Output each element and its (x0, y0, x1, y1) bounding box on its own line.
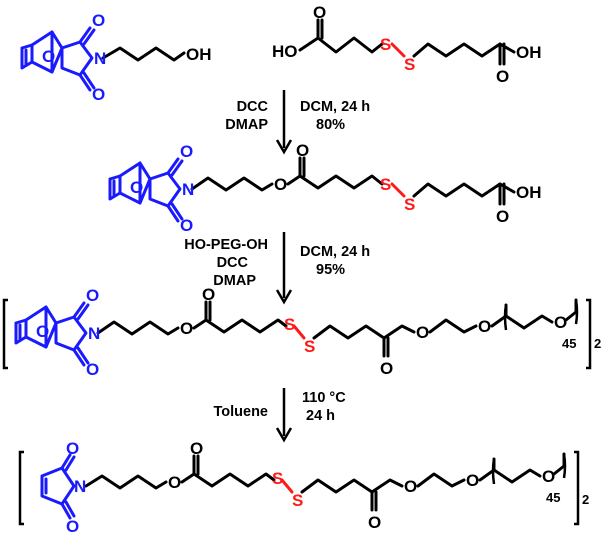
sulfur-label: S (380, 35, 391, 54)
bridge-oxygen-label: O (36, 322, 49, 341)
peg-conjugate-protected: O O O N O O S S O O O O 45 2 (2, 285, 601, 379)
carbonyl-oxygen-label: O (86, 286, 99, 305)
carbonyl-oxygen-label: O (92, 85, 105, 104)
ether-oxygen-label: O (466, 471, 479, 490)
sulfur-label: S (284, 315, 295, 334)
dimer-multiplier: 2 (594, 336, 601, 351)
bridge-oxygen-label: O (130, 178, 143, 197)
maleimide-peg-product: O O N O O S S O O O O 45 2 (18, 439, 589, 536)
acid-hydroxyl-label: HO (272, 42, 298, 61)
step3-time: 24 h (306, 408, 335, 424)
peg-oxygen-label: O (542, 467, 555, 486)
acid-hydroxyl-label: OH (516, 183, 542, 202)
imide-nitrogen-label: N (88, 324, 100, 343)
sulfur-label: S (380, 175, 391, 194)
reaction-step-1: DCC DMAP DCM, 24 h 80% (225, 90, 370, 155)
sulfur-label: S (292, 491, 303, 510)
carbonyl-oxygen-label: O (86, 360, 99, 379)
step3-solvent: Toluene (213, 404, 268, 420)
ester-oxygen-label: O (416, 323, 429, 342)
acid-carbonyl-label: O (496, 67, 509, 86)
reaction-step-2: HO-PEG-OH DCC DMAP DCM, 24 h 95% (184, 232, 370, 305)
carbonyl-oxygen-label: O (66, 517, 79, 536)
bridge-oxygen-label: O (42, 47, 55, 66)
carbonyl-oxygen-label: O (180, 216, 193, 235)
sulfur-label: S (304, 337, 315, 356)
dimer-multiplier: 2 (582, 492, 589, 507)
ester-oxygen-label: O (180, 319, 193, 338)
step3-temperature: 110 °C (302, 390, 346, 406)
ester-carbonyl-label: O (202, 285, 215, 304)
step1-reagent-2: DMAP (225, 117, 268, 133)
repeat-parentheses (503, 299, 579, 331)
repeat-parentheses (491, 453, 567, 485)
ester-oxygen-label: O (404, 477, 417, 496)
ester-oxygen-label: O (274, 175, 287, 194)
imide-nitrogen-label: N (74, 477, 86, 496)
hydroxyl-label: OH (186, 45, 212, 64)
intermediate-ester-acid: O O O N O O S S OH O (108, 141, 542, 235)
step2-reagent-3: DMAP (213, 273, 256, 289)
reactant-dithiodibutyric-acid: HO O S S OH O (272, 3, 542, 86)
acid-carbonyl-label: O (313, 3, 326, 22)
peg-repeat-count: 45 (562, 336, 576, 351)
imide-nitrogen-label: N (94, 49, 106, 68)
peg-oxygen-label: O (554, 313, 567, 332)
ether-oxygen-label: O (478, 317, 491, 336)
step2-reagent-1: HO-PEG-OH (184, 237, 268, 253)
step1-yield: 80% (316, 117, 345, 133)
step2-yield: 95% (316, 262, 345, 278)
sulfur-label: S (272, 469, 283, 488)
arrowhead-icon (275, 289, 293, 305)
carbonyl-oxygen-label: O (180, 142, 193, 161)
ester-oxygen-label: O (168, 473, 181, 492)
carbonyl-oxygen-label: O (66, 439, 79, 458)
ester-carbonyl-label: O (296, 141, 309, 160)
imide-nitrogen-label: N (182, 180, 194, 199)
ester-carbonyl-label: O (380, 359, 393, 378)
step2-reagent-2: DCC (217, 255, 249, 271)
left-bracket (2, 298, 8, 370)
arrowhead-icon (275, 139, 293, 155)
arrowhead-icon (275, 427, 293, 443)
peg-repeat-count: 45 (546, 490, 560, 505)
reactant-imide-alcohol: O O O N OH (20, 11, 212, 104)
carbonyl-oxygen-label: O (92, 11, 105, 30)
reaction-step-3: Toluene 110 °C 24 h (213, 388, 346, 443)
sulfur-label: S (404, 55, 415, 74)
left-bracket (18, 450, 24, 526)
ester-carbonyl-label: O (190, 439, 203, 458)
right-bracket (586, 298, 592, 370)
step1-reagent-1: DCC (237, 99, 269, 115)
sulfur-label: S (404, 195, 415, 214)
step1-condition: DCM, 24 h (300, 99, 370, 115)
right-bracket (574, 450, 580, 526)
acid-carbonyl-label: O (496, 207, 509, 226)
ester-carbonyl-label: O (368, 513, 381, 532)
step2-condition: DCM, 24 h (300, 244, 370, 260)
acid-hydroxyl-label: OH (516, 43, 542, 62)
